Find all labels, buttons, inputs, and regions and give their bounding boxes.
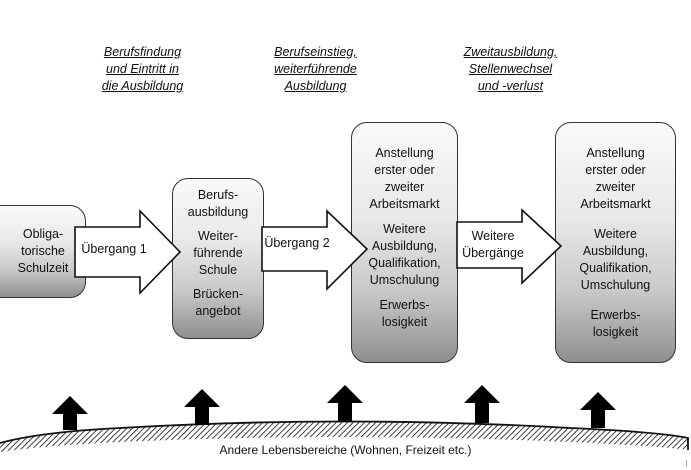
stage-text-employment: Anstellung erster oder zweiter Arbeitsma… [369, 146, 440, 211]
stage-text-bridge-offer: Brücken- angebot [192, 287, 244, 318]
transition-label-1: Übergang 1 [81, 242, 147, 256]
influence-up-arrow-icon [327, 385, 363, 422]
stage-box-employment-1: Anstellung erster oder zweiter Arbeitsma… [351, 122, 458, 363]
phase-heading-1: Berufsfindung und Eintritt in die Ausbil… [101, 45, 184, 93]
transition-arrow-2 [261, 209, 369, 291]
transition-label-2: Übergang 2 [264, 236, 330, 250]
stage-text-vocational-training: Berufs- ausbildung [187, 188, 249, 219]
life-domains-ground [0, 421, 688, 452]
transition-label-3: Weitere Übergänge [462, 229, 524, 260]
stage-box-employment-2: Anstellung erster oder zweiter Arbeitsma… [555, 122, 676, 363]
influence-up-arrow-icon [580, 392, 616, 428]
phase-heading-2: Berufseinstieg, weiterführende Ausbildun… [274, 45, 357, 93]
influence-up-arrow-icon [184, 389, 220, 425]
stage-text-further-education: Weitere Ausbildung, Qualifikation, Umsch… [579, 227, 652, 292]
transition-arrow-3 [456, 208, 563, 285]
corner-mark [686, 460, 687, 467]
stage-text-further-school: Weiter- führende Schule [193, 229, 243, 277]
stage-text-unemployment: Erwerbs- losigkeit [590, 308, 641, 339]
stage-box-secondary-2: Berufs- ausbildung Weiter- führende Schu… [172, 178, 264, 339]
stage-box-obligatory-school: Obliga- torische Schulzeit [0, 205, 86, 298]
stage-text-further-education: Weitere Ausbildung, Qualifikation, Umsch… [368, 222, 441, 287]
stage-text-employment: Anstellung erster oder zweiter Arbeitsma… [580, 146, 651, 211]
phase-heading-3: Zweitausbildung, Stellenwechsel und -ver… [463, 45, 558, 93]
stage-text-unemployment: Erwerbs- losigkeit [379, 298, 430, 329]
stage-text: Obliga- torische Schulzeit [17, 227, 69, 275]
life-domains-label: Andere Lebensbereiche (Wohnen, Freizeit … [219, 443, 472, 457]
influence-up-arrow-icon [464, 385, 500, 423]
transition-arrow-1 [74, 209, 182, 295]
influence-up-arrow-icon [52, 396, 88, 430]
